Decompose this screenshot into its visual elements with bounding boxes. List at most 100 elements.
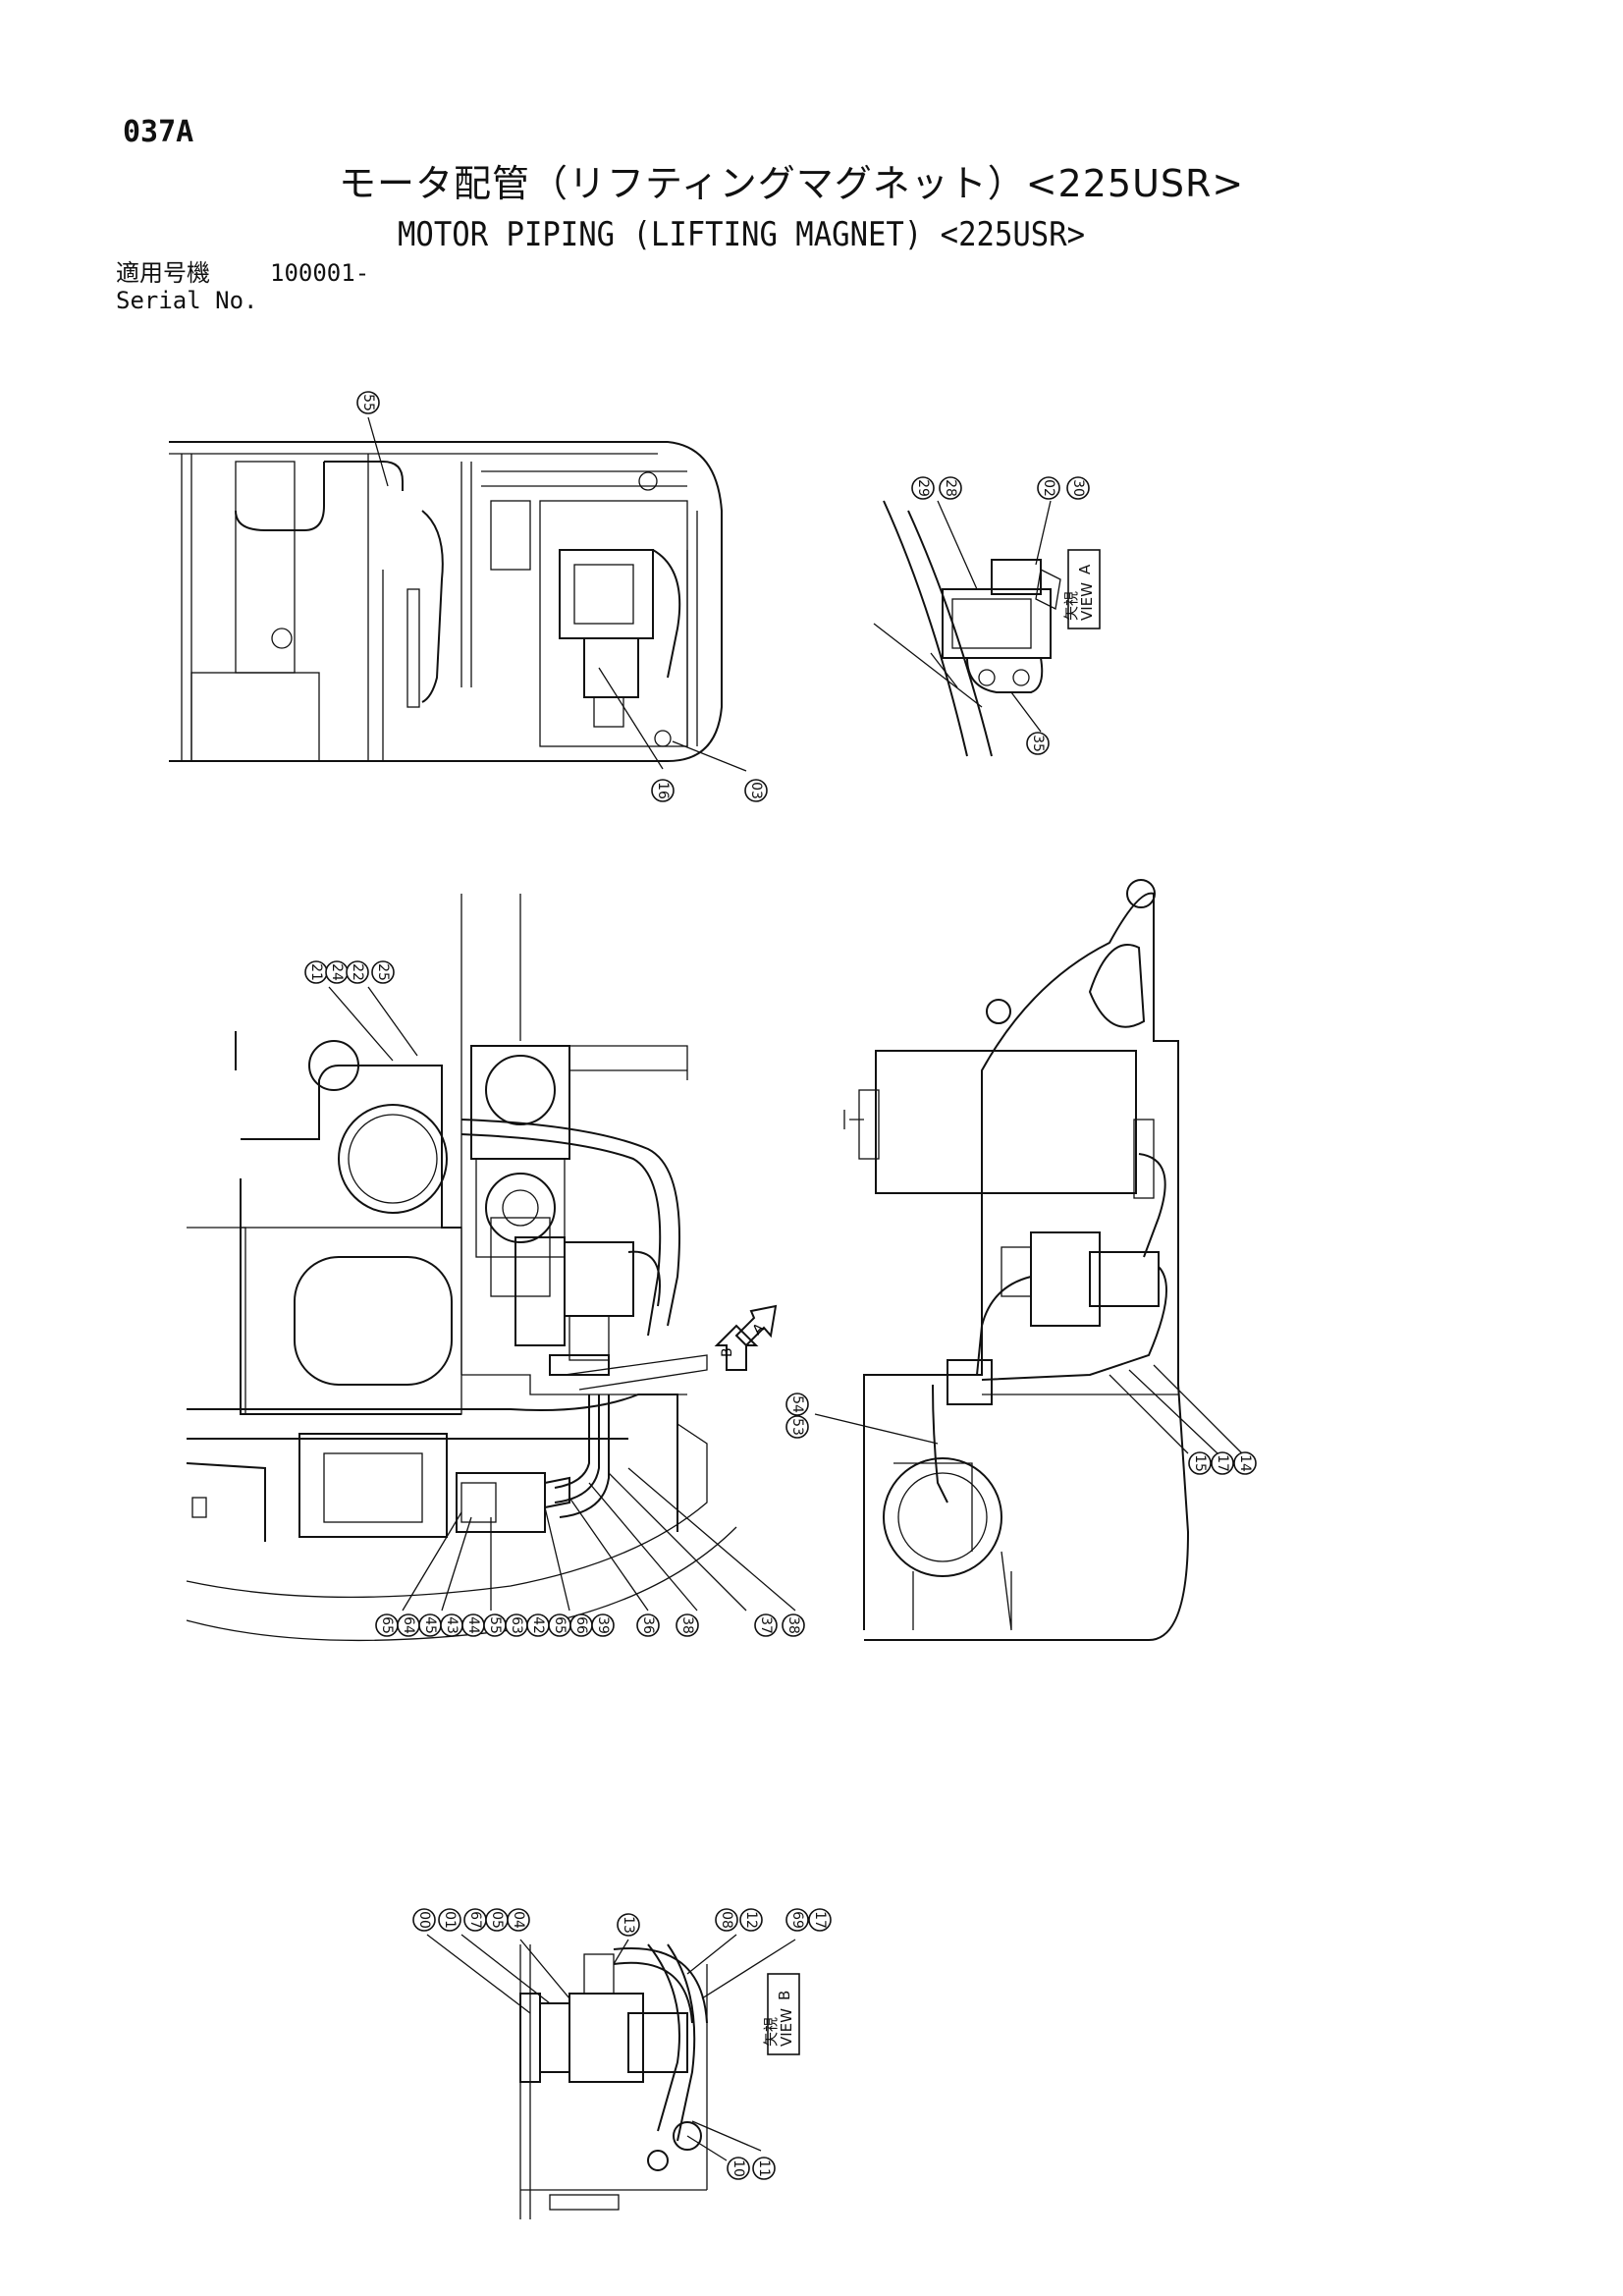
part-callout-number: 17 [1215,1454,1230,1472]
part-callout: 38 [676,1613,699,1637]
part-callout: 13 [617,1913,640,1937]
part-callout-number: 10 [730,2159,746,2177]
part-callout: 69 [785,1908,809,1932]
part-callout-number: 12 [743,1911,759,1929]
callout-group-mid-left-bottom [402,1467,796,1612]
part-callout-number: 00 [416,1911,432,1929]
part-callout-number: 64 [401,1616,416,1634]
view-a-letter: A [1076,564,1094,574]
part-callout: 05 [485,1908,509,1932]
part-callout-number: 43 [444,1616,460,1634]
part-callout-number: 05 [489,1911,505,1929]
part-callout: 65 [375,1613,399,1637]
part-callout: 30 [1066,476,1090,500]
part-callout: 55 [356,391,380,414]
top-right-detail-drawing [873,500,1061,757]
part-callout: 38 [782,1613,805,1637]
part-callout: 54 [785,1393,809,1416]
part-callout: 65 [548,1613,571,1637]
view-a-word: VIEW [1078,582,1096,621]
part-callout-number: 24 [329,963,345,981]
part-callout: 04 [507,1908,530,1932]
part-callout-number: 63 [509,1616,524,1634]
part-callout-number: 04 [511,1911,526,1929]
part-callout-number: 55 [360,394,376,411]
part-callout: 01 [438,1908,461,1932]
part-callout: 66 [569,1613,593,1637]
title-japanese: モータ配管（リフティングマグネット）<225USR> [339,162,1245,205]
part-callout: 14 [1233,1451,1257,1475]
part-callout: 39 [591,1613,615,1637]
part-callout-number: 65 [552,1616,568,1634]
part-callout-number: 38 [785,1616,801,1634]
part-callout: 42 [526,1613,550,1637]
part-callout: 53 [785,1415,809,1439]
title-english: MOTOR PIPING (LIFTING MAGNET) <225USR> [398,215,1086,254]
part-callout: 15 [1188,1451,1212,1475]
part-callout-number: 14 [1237,1454,1253,1472]
part-callout-number: 22 [350,963,365,981]
view-b-letter: B [776,1991,793,2000]
part-callout: 36 [636,1613,660,1637]
part-callout-number: 65 [379,1616,395,1634]
part-callout-number: 13 [621,1916,636,1934]
view-b-label: 矢視 VIEW B [762,1973,800,2055]
part-callout: 28 [939,476,962,500]
part-callout: 02 [1037,476,1060,500]
part-callout: 44 [461,1613,485,1637]
callout-group-bottom [426,1934,796,2161]
top-view-drawing [169,441,723,762]
part-callout: 11 [752,2157,776,2180]
part-callout: 55 [483,1613,507,1637]
part-callout: 29 [911,476,935,500]
part-callout: 12 [739,1908,763,1932]
part-callout-number: 67 [467,1911,483,1929]
part-callout: 16 [651,779,675,802]
part-callout-number: 55 [487,1616,503,1634]
part-callout-number: 53 [789,1418,805,1436]
callout-group-mid-right [814,1364,1243,1454]
part-callout: 17 [808,1908,832,1932]
view-a-jp: 矢視 [1062,591,1080,621]
callout-group-mid-left [328,986,418,1062]
part-callout-number: 11 [756,2159,772,2177]
part-callout: 25 [371,960,395,984]
callout-group-top-left [367,416,747,772]
part-callout-number: 17 [812,1911,828,1929]
part-callout: 35 [1026,732,1050,755]
part-callout-number: 37 [758,1616,774,1634]
part-callout-number: 21 [308,963,324,981]
part-callout: 45 [418,1613,442,1637]
part-callout: 67 [463,1908,487,1932]
part-callout-number: 35 [1030,735,1046,752]
part-callout-number: 02 [1041,479,1056,497]
view-a-label: 矢視 VIEW A [1062,549,1101,629]
serial-label-english: Serial No. [116,287,258,314]
part-callout-number: 01 [442,1911,458,1929]
bottom-detail-drawing [519,1943,708,2219]
part-callout-number: 08 [719,1911,734,1929]
part-callout-number: 36 [640,1616,656,1634]
part-callout-number: 38 [679,1616,695,1634]
serial-label-japanese: 適用号機 [116,259,210,287]
arrow-b-letter: B [720,1347,735,1357]
view-b-jp: 矢視 [762,2017,780,2047]
part-callout: 17 [1211,1451,1234,1475]
part-callout-number: 25 [375,963,391,981]
part-callout-number: 28 [943,479,958,497]
part-callout: 37 [754,1613,778,1637]
part-callout-number: 66 [573,1616,589,1634]
part-callout-number: 54 [789,1395,805,1413]
part-callout: 64 [397,1613,420,1637]
part-callout: 63 [505,1613,528,1637]
part-callout: 00 [412,1908,436,1932]
serial-number-value: 100001- [270,259,370,287]
front-view-drawing [843,879,1190,1641]
part-callout: 08 [715,1908,738,1932]
part-callout-number: 45 [422,1616,438,1634]
part-callout: 24 [325,960,349,984]
part-callout-number: 15 [1192,1454,1208,1472]
part-callout-number: 03 [748,782,764,799]
